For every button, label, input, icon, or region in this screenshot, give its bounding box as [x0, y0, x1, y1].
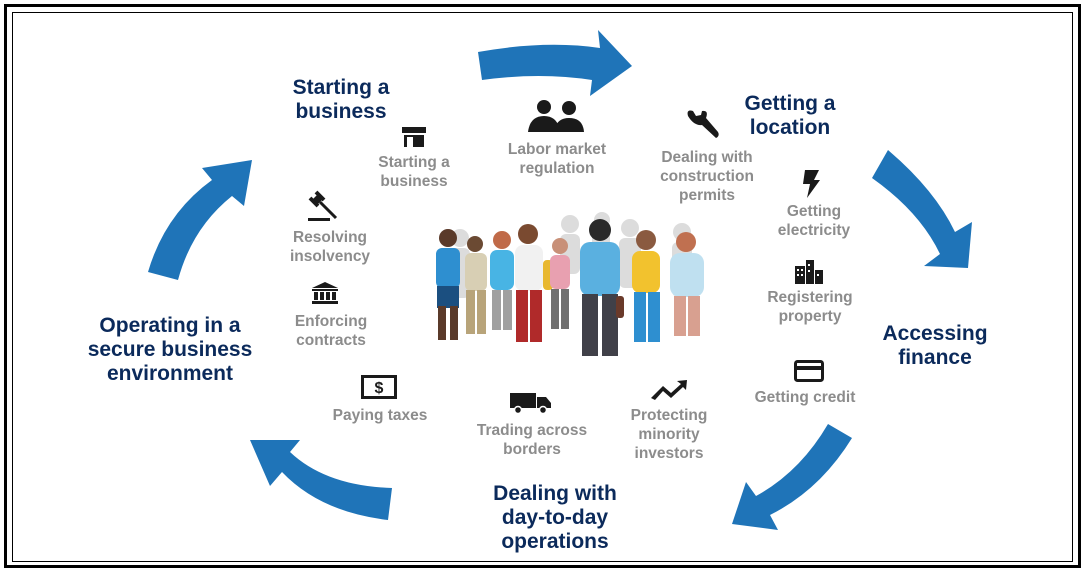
wrench-icon [687, 110, 719, 138]
arrow-top [478, 30, 632, 96]
indicator-protecting-minority-investors: Protecting minority investors [630, 407, 708, 462]
indicator-getting-credit: Getting credit [754, 389, 856, 406]
courthouse-icon [312, 282, 338, 304]
person-pink-top [550, 238, 570, 329]
buildings-icon [795, 260, 823, 284]
indicator-starting-business: Starting a business [378, 154, 450, 190]
person-khaki-pants [465, 236, 487, 334]
arrow-left [148, 160, 252, 280]
arrow-lower-right [732, 424, 852, 530]
svg-text:$: $ [375, 380, 384, 397]
indicator-paying-taxes: Paying taxes [332, 407, 428, 424]
people-icon [528, 100, 584, 132]
indicator-trading-across-borders: Trading across borders [476, 422, 588, 458]
person-light-blue-top [490, 231, 514, 330]
indicator-construction-permits: Dealing with construction permits [660, 149, 754, 204]
phase-secure-environment: Operating in a secure business environme… [87, 314, 253, 385]
lightning-icon [803, 170, 820, 198]
person-yellow-top [632, 230, 660, 342]
inner-border [12, 12, 1073, 562]
crowd-illustration [436, 212, 704, 356]
arrow-upper-right [872, 150, 972, 268]
dollar-bill-icon: $ [361, 375, 397, 399]
gavel-icon [308, 190, 338, 221]
credit-card-icon [794, 360, 824, 382]
phase-starting-business: Starting a business [292, 76, 390, 123]
indicator-getting-electricity: Getting electricity [777, 203, 851, 239]
indicator-resolving-insolvency: Resolving insolvency [289, 229, 371, 265]
indicator-registering-property: Registering property [767, 289, 853, 325]
phase-day-to-day-operations: Dealing with day-to-day operations [493, 482, 617, 553]
person-center-dark [580, 219, 624, 356]
phase-accessing-finance: Accessing finance [882, 322, 988, 369]
person-right-light [670, 232, 704, 336]
person-red-pants [515, 224, 553, 342]
indicator-labor-market: Labor market regulation [507, 141, 607, 177]
outer-border [4, 4, 1081, 568]
truck-icon [510, 393, 551, 414]
indicator-enforcing-contracts: Enforcing contracts [294, 313, 368, 349]
trend-up-icon [651, 380, 687, 400]
person-blue-shirt-left [436, 229, 460, 340]
storefront-icon [402, 127, 426, 147]
arrow-lower-left [250, 440, 392, 520]
phase-getting-location: Getting a location [744, 92, 836, 139]
